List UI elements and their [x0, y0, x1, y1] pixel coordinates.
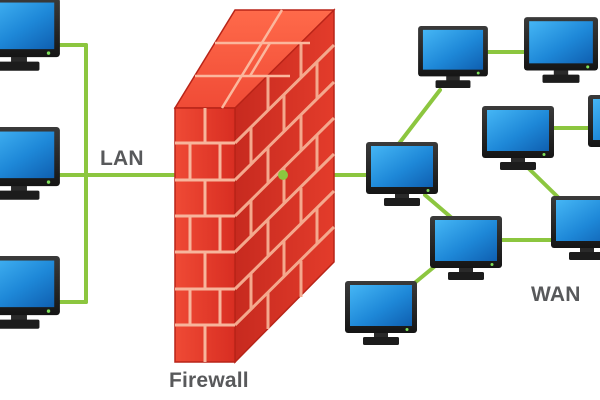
wall-top-mortar: [195, 9, 310, 109]
wan-computer-7: [551, 196, 600, 260]
lan-label: LAN: [100, 147, 144, 170]
lan-links: [56, 43, 177, 304]
lan-computer-3: [0, 256, 60, 329]
wan-computer-1: [418, 26, 488, 89]
firewall-port-dot: [278, 170, 288, 180]
wan-computer-4: [588, 95, 600, 159]
firewall-wall: [173, 8, 336, 364]
wan-computer-2: [524, 17, 598, 83]
wan-label: WAN: [531, 283, 581, 306]
wan-computer-6: [430, 216, 502, 280]
wall-front-mortar: [175, 108, 235, 362]
wan-link-1: [392, 88, 442, 152]
lan-computers: [0, 0, 60, 329]
wan-computer-3: [482, 106, 554, 170]
wall-side-mortar: [233, 43, 336, 329]
lan-computer-2: [0, 127, 60, 200]
wan-computer-8: [345, 281, 417, 345]
lan-computer-1: [0, 0, 60, 71]
firewall-label: Firewall: [169, 369, 249, 392]
